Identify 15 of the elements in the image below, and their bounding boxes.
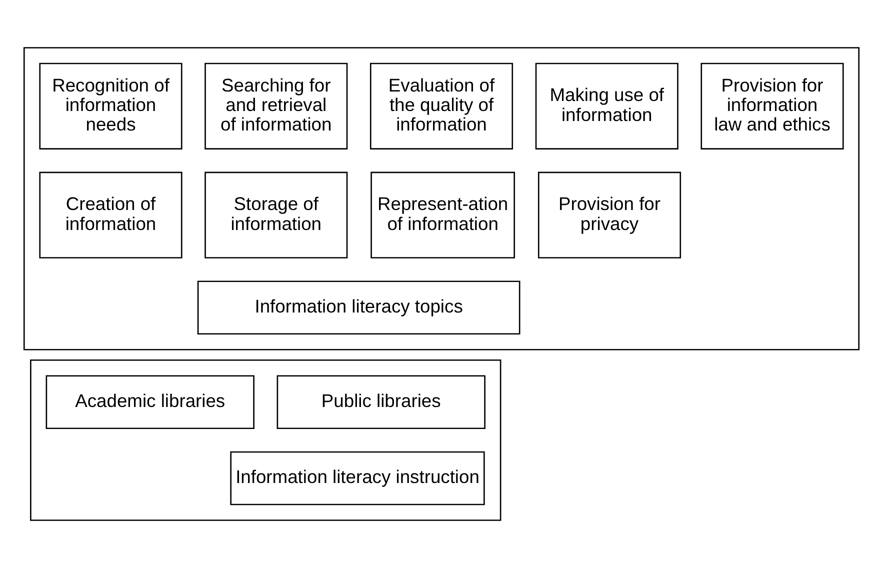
node-box: Creation of information (39, 172, 182, 258)
cluster (30, 359, 502, 521)
node-box: Recognition of information needs (39, 62, 182, 150)
node-box: Making use of information (535, 62, 678, 150)
node-box: Information literacy topics (197, 280, 520, 335)
node-box: Storage of information (204, 172, 348, 258)
node-box: Public libraries (276, 375, 486, 430)
node-box: Represent-ation of information (370, 172, 515, 258)
node-box: Provision for information law and ethics (700, 62, 844, 150)
node-box: Academic libraries (46, 375, 254, 430)
node-box: Information literacy instruction (230, 451, 485, 506)
node-box: Searching for and retrieval of information (204, 62, 348, 150)
node-box: Evaluation of the quality of information (370, 62, 514, 150)
node-box: Provision for privacy (538, 172, 682, 258)
cluster (23, 47, 860, 350)
